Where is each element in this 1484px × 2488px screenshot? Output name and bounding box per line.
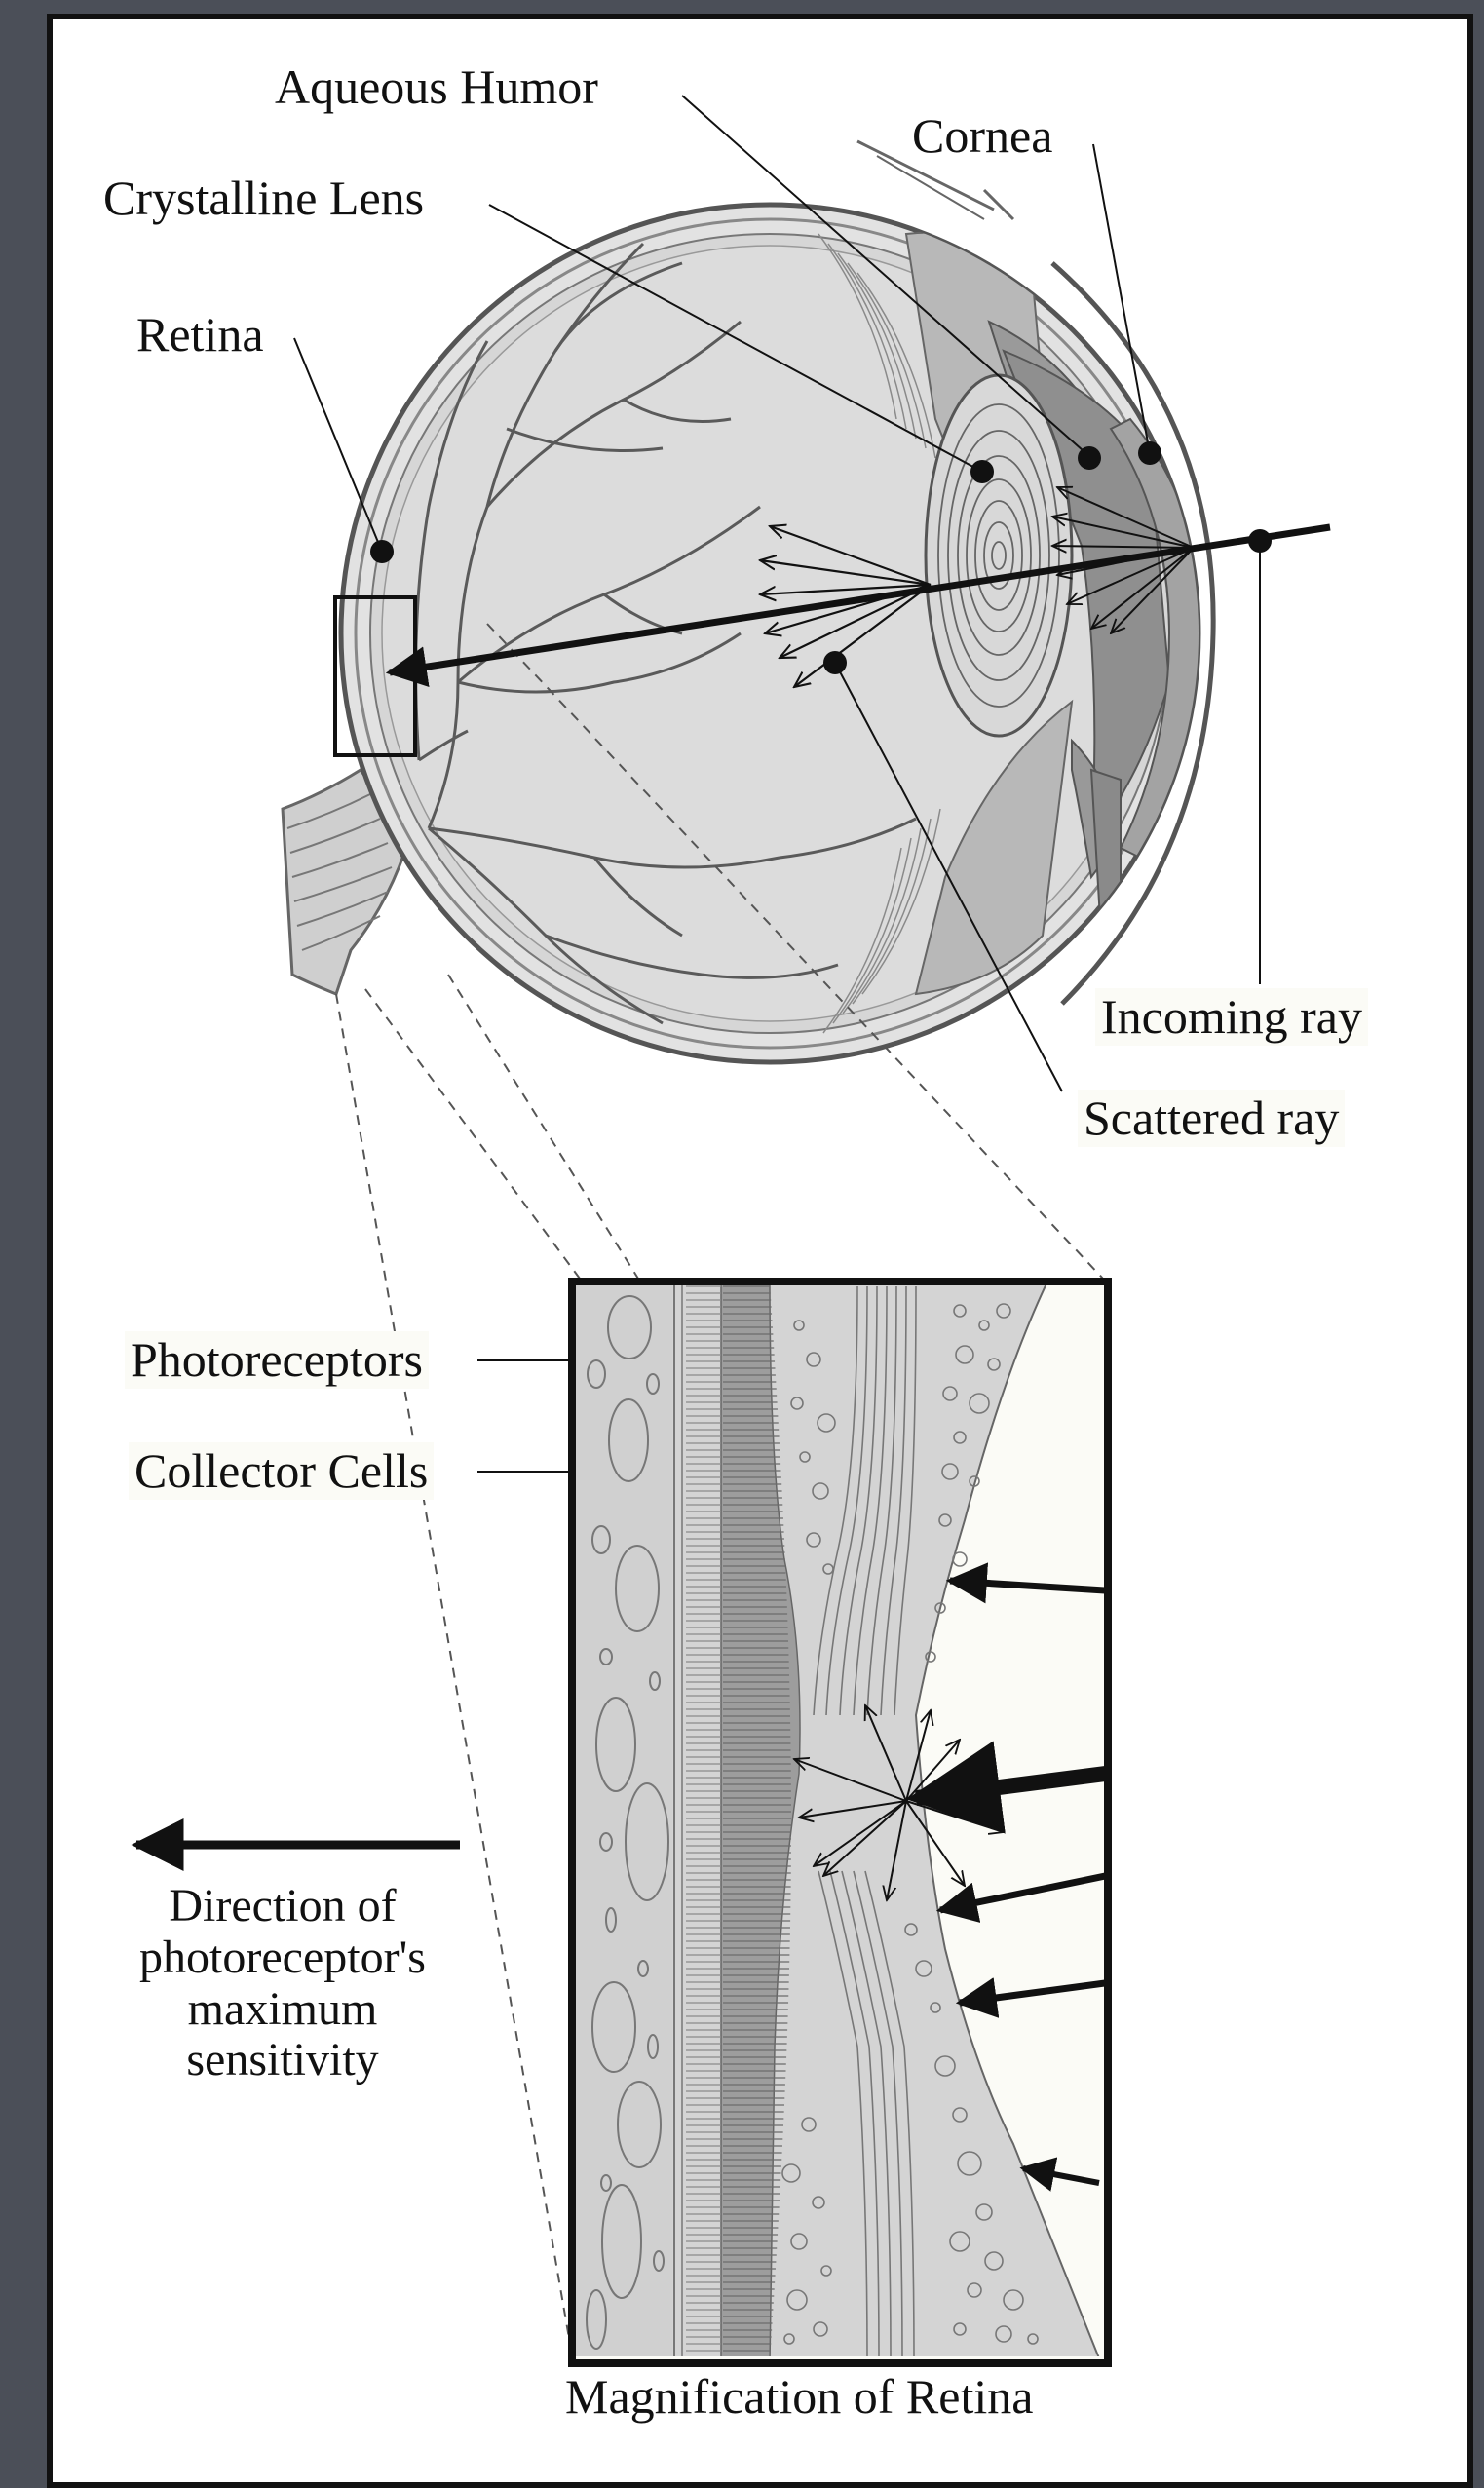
crystalline-lens [926, 375, 1072, 736]
retina-magnification [572, 1282, 1108, 2363]
crystalline-lens-dot [970, 460, 994, 483]
incoming-ray-dot [1248, 529, 1272, 553]
aqueous-humor-dot [1078, 446, 1101, 470]
direction-line-1: Direction of [78, 1881, 487, 1933]
label-magnification: Magnification of Retina [565, 2370, 1033, 2424]
direction-line-2: photoreceptor's [78, 1933, 487, 1984]
cornea-dot [1138, 441, 1161, 465]
retina-dot [370, 540, 394, 563]
direction-line-4: sensitivity [78, 2035, 487, 2086]
label-incoming-ray: Incoming ray [1095, 988, 1368, 1046]
label-scattered-ray: Scattered ray [1078, 1090, 1345, 1147]
label-photoreceptors: Photoreceptors [125, 1331, 429, 1389]
label-cornea: Cornea [912, 109, 1052, 163]
direction-line-3: maximum [78, 1984, 487, 2036]
label-crystalline-lens: Crystalline Lens [103, 172, 424, 225]
label-aqueous-humor: Aqueous Humor [275, 60, 598, 114]
label-direction-of-sensitivity: Direction of photoreceptor's maximum sen… [78, 1881, 487, 2086]
label-retina: Retina [136, 308, 264, 362]
scattered-ray-dot [823, 651, 847, 674]
label-collector-cells: Collector Cells [129, 1442, 434, 1500]
